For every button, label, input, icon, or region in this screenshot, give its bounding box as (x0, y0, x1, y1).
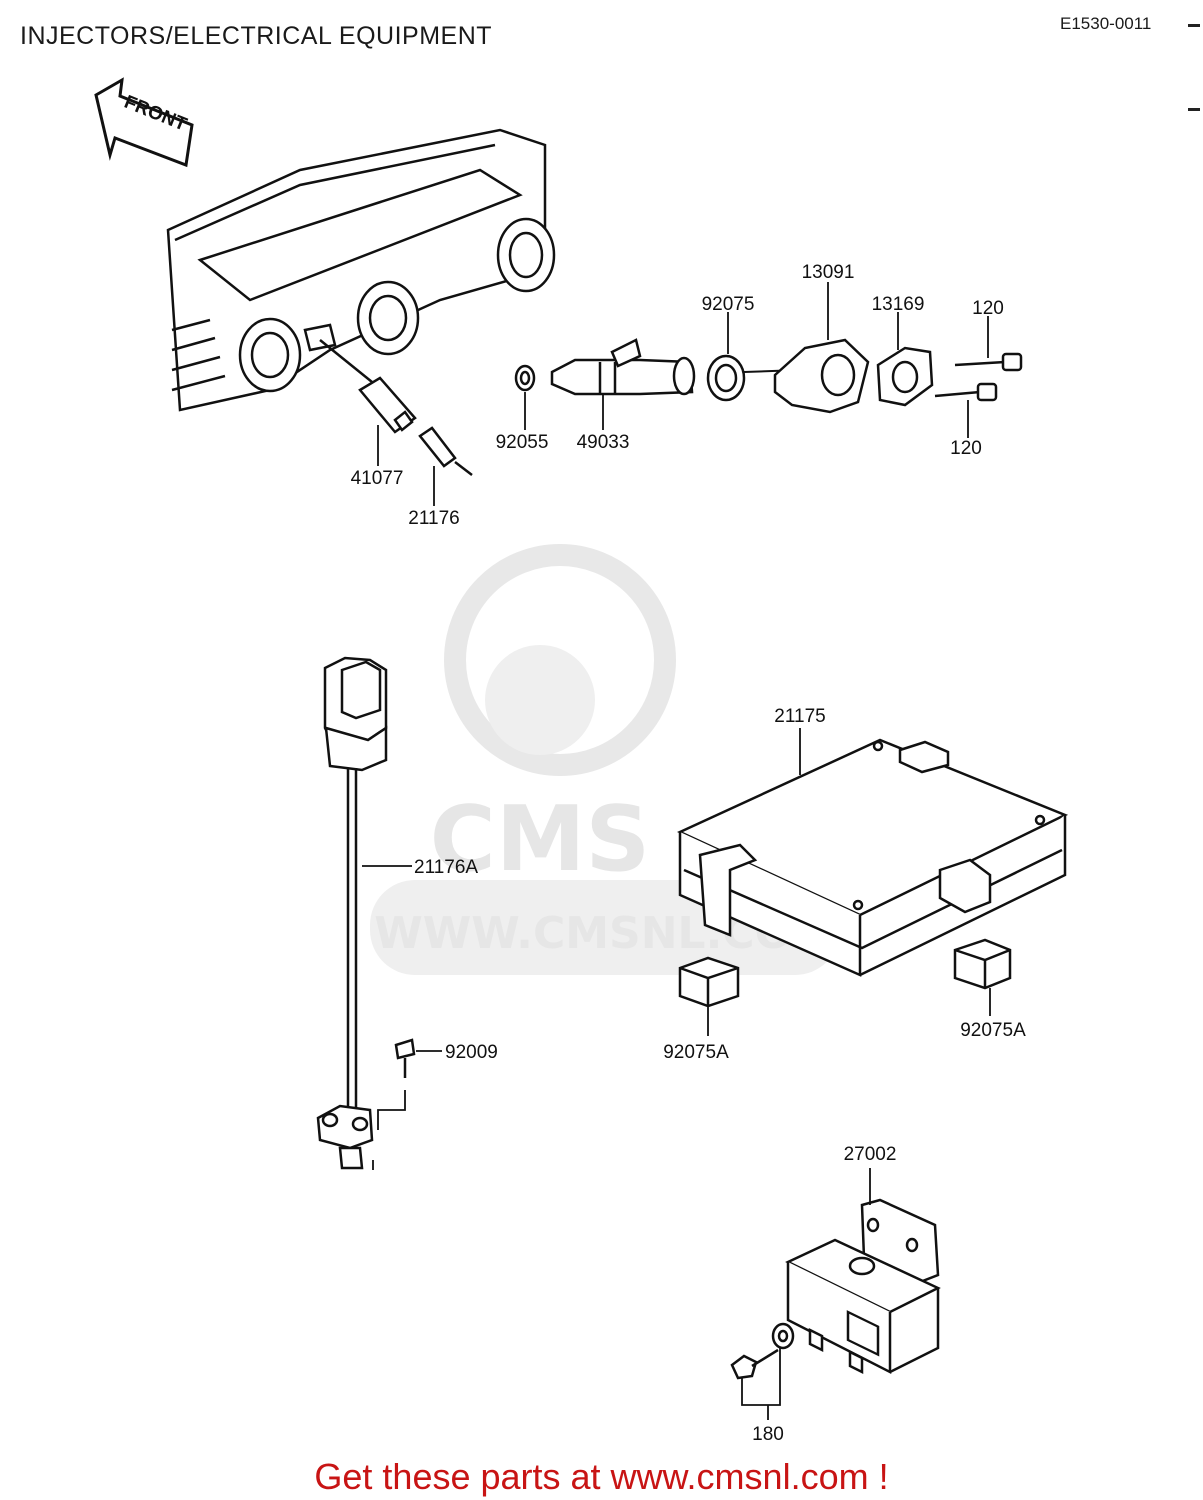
part-49033-injector (550, 338, 696, 396)
engine-manifold (166, 128, 556, 412)
diagram-code: E1530-0011 (1060, 14, 1152, 33)
edge-tick-top (1188, 24, 1200, 27)
label-120-lower: 120 (950, 438, 982, 459)
footer-cta-link[interactable]: Get these parts at www.cmsnl.com ! (314, 1456, 889, 1497)
watermark-brand: CMS (430, 787, 650, 892)
part-92075A-pad-right (953, 938, 1012, 990)
leader-lines-middle-right (707, 728, 991, 1036)
leader-lines-middle-left (362, 865, 442, 1170)
part-92075A-pad-left (678, 956, 740, 1008)
part-92009-screw (377, 1038, 416, 1130)
part-180-bolt (730, 1322, 795, 1406)
label-92055: 92055 (496, 432, 549, 453)
part-92075-oring (706, 354, 746, 402)
part-21176-sensor (418, 426, 473, 476)
label-21176A: 21176A (414, 857, 478, 878)
label-92075A-left: 92075A (663, 1042, 729, 1063)
part-13091-holder (773, 338, 870, 414)
part-27002-relay (785, 1198, 941, 1375)
label-92075A-right: 92075A (960, 1020, 1026, 1041)
leader-lines-bottom (767, 1168, 871, 1420)
part-13169-gasket (876, 346, 934, 407)
label-13169: 13169 (872, 294, 925, 315)
part-21176A-sensor-lead (316, 656, 388, 1170)
label-49033: 49033 (577, 432, 630, 453)
leader-lines-top (377, 282, 989, 506)
label-21175: 21175 (774, 706, 825, 727)
label-180: 180 (752, 1424, 784, 1445)
diagram-title: INJECTORS/ELECTRICAL EQUIPMENT (20, 22, 493, 50)
label-41077: 41077 (351, 468, 404, 489)
label-120-upper: 120 (972, 298, 1004, 319)
label-27002: 27002 (844, 1144, 897, 1165)
label-92009: 92009 (445, 1042, 498, 1063)
label-13091: 13091 (802, 262, 855, 283)
cms-watermark: CMS WWW.CMSNL.COM (370, 544, 840, 975)
part-92055-oring (514, 364, 536, 392)
part-120-bolts (934, 352, 1023, 402)
label-92075: 92075 (702, 294, 755, 315)
label-21176: 21176 (408, 508, 459, 529)
part-41077-fitting (358, 376, 417, 434)
front-arrow: FRONT (94, 77, 194, 168)
edge-tick-mid (1188, 108, 1200, 111)
part-21175-control-unit (677, 738, 1069, 977)
